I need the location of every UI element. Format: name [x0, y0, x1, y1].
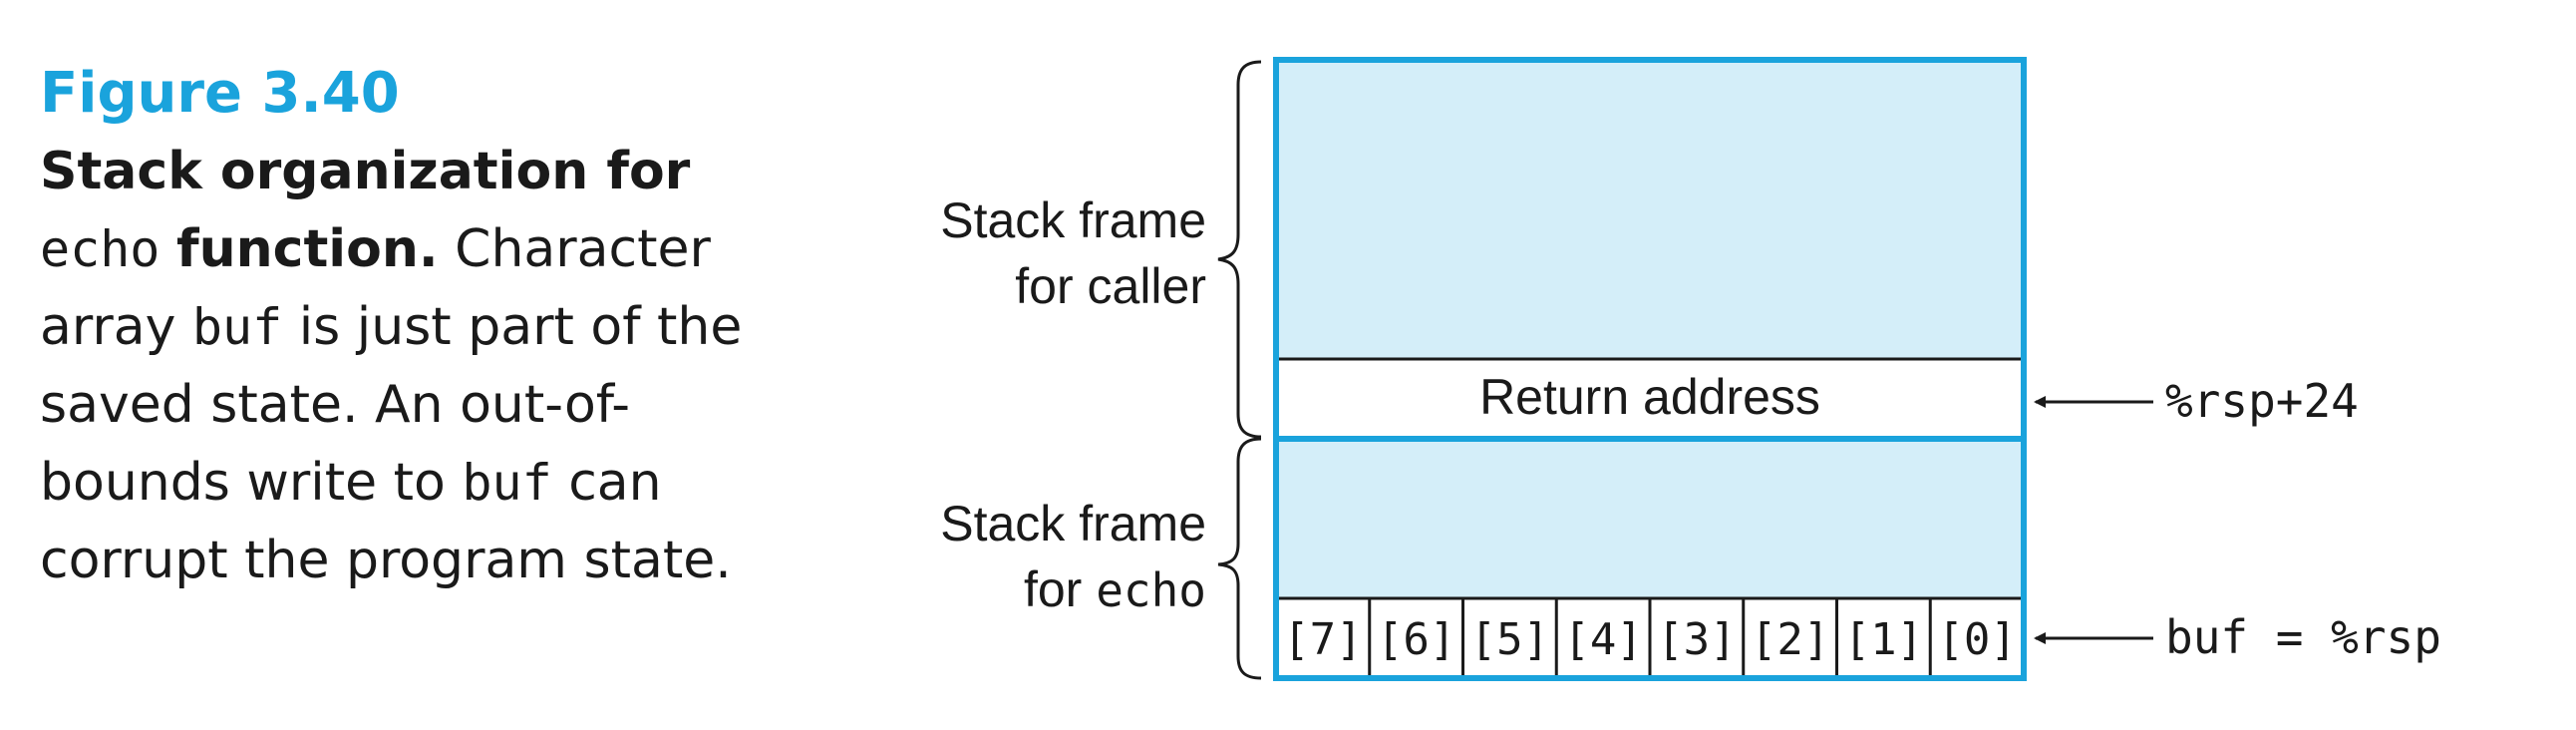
caption-text-2: is just part of the saved state. An out-…: [40, 297, 743, 513]
echo-frame-label-line2: for echo: [857, 556, 1206, 623]
buf-pointer-label: buf = %rsp: [2165, 610, 2441, 664]
caller-frame-label: Stack frame for caller: [857, 187, 1206, 319]
caller-frame-brace: [1217, 60, 1262, 439]
caption-title: Stack organization for: [40, 142, 691, 201]
caption-code-1: buf: [191, 298, 283, 356]
caption-text-3: can corrupt the program state.: [40, 453, 732, 590]
caption-code-2: buf: [462, 454, 552, 512]
buf-cell-label: [3]: [1657, 614, 1736, 665]
caption-text-1: Character array: [40, 219, 711, 357]
caption-title-end: function.: [175, 219, 439, 279]
echo-frame-brace: [1217, 437, 1262, 680]
caller-frame-label-line1: Stack frame: [940, 192, 1206, 248]
echo-frame-region: [1276, 439, 2024, 598]
echo-frame-label-prefix: for: [1023, 561, 1097, 617]
rsp24-pointer-label: %rsp+24: [2165, 374, 2359, 428]
buf-cell-label: [1]: [1844, 614, 1923, 665]
caption-title-code: echo: [40, 220, 161, 278]
buf-cell-label: [6]: [1377, 614, 1455, 665]
buf-cell-label: [7]: [1283, 614, 1362, 665]
echo-frame-label-line1: Stack frame: [940, 496, 1206, 551]
buf-cell-label: [4]: [1563, 614, 1642, 665]
echo-frame-label: Stack frame for echo: [857, 491, 1206, 623]
buf-cells: [7] [6] [5] [4] [3] [2] [1] [0]: [1283, 598, 2017, 678]
echo-frame-label-code: echo: [1096, 563, 1206, 617]
return-address-region: [1276, 359, 2024, 439]
caller-frame-label-line2: for caller: [1015, 258, 1206, 314]
buf-cell-label: [0]: [1937, 614, 2016, 665]
stack-outline: [1273, 57, 2027, 681]
buf-cell-label: [5]: [1470, 614, 1549, 665]
caller-frame-region: [1276, 60, 2024, 359]
figure-number: Figure 3.40: [40, 61, 400, 126]
caption-body: Stack organization for echo function. Ch…: [40, 133, 798, 599]
figure-caption: Figure 3.40 Stack organization for echo …: [40, 55, 798, 599]
return-address-label: Return address: [1479, 369, 1820, 425]
buf-cell-label: [2]: [1751, 614, 1829, 665]
